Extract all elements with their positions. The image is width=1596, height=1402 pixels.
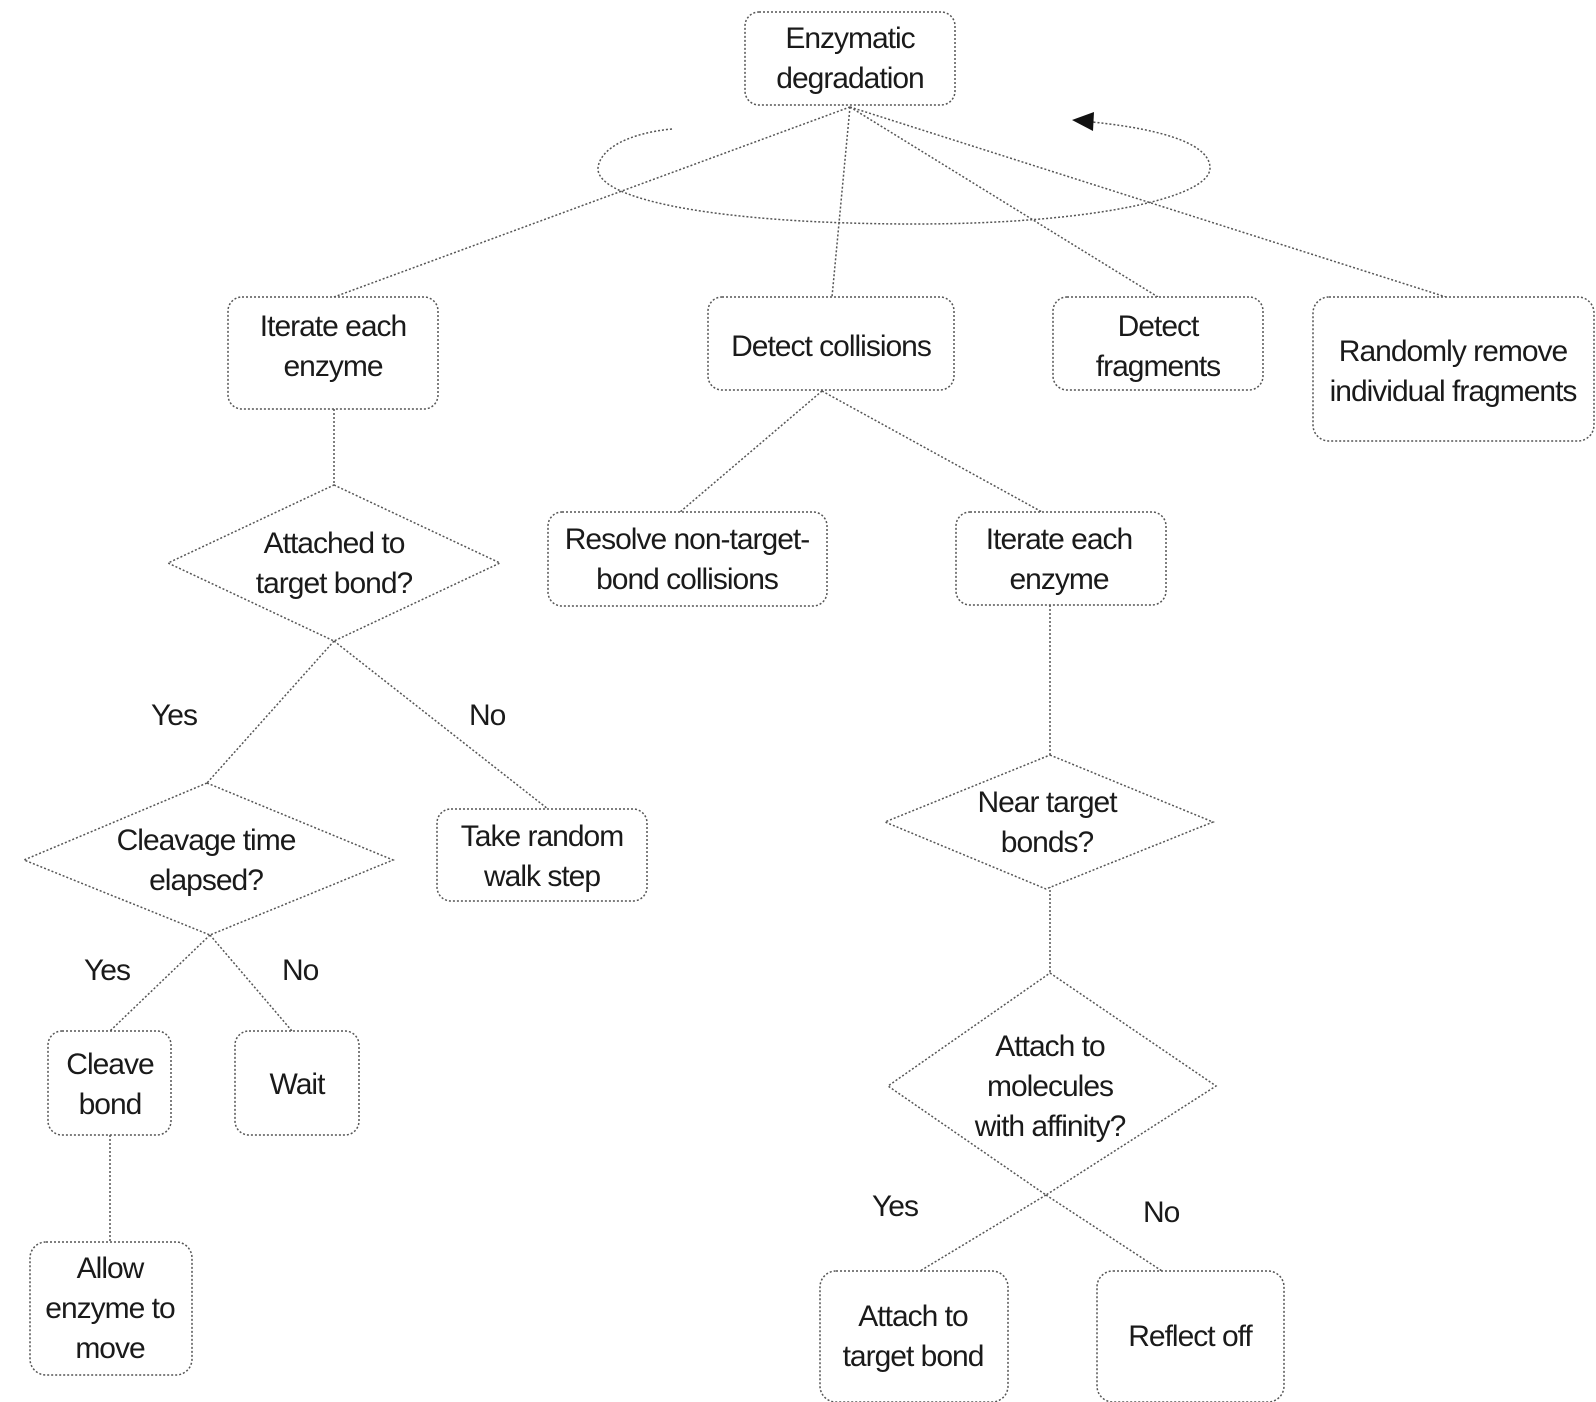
node-wait-label: Wait: [270, 1068, 327, 1101]
node-near-target-bonds-label: Near target bonds?: [977, 786, 1118, 859]
node-resolve-non-target-label-line: bond collisions: [596, 563, 778, 596]
edge-root-detect-fragments: [849, 106, 1159, 298]
node-attached-to-target-label-line: Attached to: [264, 527, 405, 560]
node-attach-to-target-bond-label: Attach to target bond: [843, 1300, 984, 1373]
loop-ellipse: [597, 121, 1211, 225]
node-detect-fragments-label: Detect fragments: [1096, 310, 1220, 383]
node-take-random-walk: Take random walk step: [436, 808, 648, 902]
edge-attach-reflect: [1045, 1194, 1163, 1272]
node-root: Enzymatic degradation: [744, 11, 956, 106]
node-cleavage-time-label-line: Cleavage time: [117, 824, 296, 857]
node-attach-to-molecules-label-line: Attach to: [995, 1030, 1105, 1063]
node-iterate-each-enzyme-2-label-line: enzyme: [1009, 563, 1108, 596]
connectors: [109, 106, 1447, 1272]
node-cleave-bond-label: Cleave bond: [66, 1048, 154, 1121]
edge-attach-target: [919, 1194, 1047, 1272]
node-root-label-line: degradation: [776, 62, 923, 95]
node-root-label: Enzymatic degradation: [776, 22, 923, 95]
node-cleave-bond-label-line: Cleave: [66, 1048, 154, 1081]
node-wait: Wait: [234, 1030, 360, 1136]
node-reflect-off-label-line: Reflect off: [1128, 1320, 1253, 1353]
edge-attached-cleavage: [206, 640, 335, 784]
node-randomly-remove-label-line: Randomly remove: [1339, 335, 1568, 368]
node-allow-enzyme-move-label: Allow enzyme to move: [45, 1252, 175, 1365]
edge-root-iterate1: [333, 106, 851, 298]
node-iterate-each-enzyme-2: Iterate each enzyme: [955, 511, 1167, 606]
node-allow-enzyme-move-label-line: move: [75, 1332, 145, 1365]
node-detect-fragments-label-line: Detect: [1118, 310, 1200, 343]
node-iterate-each-enzyme-1-label-line: Iterate each: [260, 310, 406, 343]
edge-label-cleavage-yes: Yes: [84, 954, 130, 987]
edge-label-attached-no: No: [469, 699, 506, 732]
node-attached-to-target-label: Attached to target bond?: [256, 527, 413, 600]
node-detect-collisions: Detect collisions: [707, 296, 955, 391]
node-allow-enzyme-move-label-line: enzyme to: [45, 1292, 175, 1325]
node-iterate-each-enzyme-1-label: Iterate each enzyme: [260, 310, 406, 383]
node-iterate-each-enzyme-1-label-line: enzyme: [283, 350, 382, 383]
node-cleave-bond-label-line: bond: [79, 1088, 142, 1121]
edge-label-cleavage-no: No: [282, 954, 319, 987]
node-root-label-line: Enzymatic: [785, 22, 915, 55]
node-iterate-each-enzyme-2-label: Iterate each enzyme: [986, 523, 1132, 596]
node-cleave-bond: Cleave bond: [47, 1030, 172, 1136]
node-detect-fragments-label-line: fragments: [1096, 350, 1220, 383]
node-take-random-walk-label: Take random walk step: [461, 820, 623, 893]
node-attach-to-molecules-label: Attach to molecules with affinity?: [974, 1030, 1126, 1143]
node-randomly-remove: Randomly remove individual fragments: [1312, 296, 1595, 442]
node-iterate-each-enzyme-1: Iterate each enzyme: [227, 296, 439, 410]
node-attach-to-molecules-label-line: with affinity?: [974, 1110, 1126, 1143]
node-attach-to-target-bond-label-line: target bond: [843, 1340, 984, 1373]
edge-label-attached-yes: Yes: [151, 699, 197, 732]
loop-arrowhead: [1072, 112, 1094, 131]
node-near-target-bonds: Near target bonds?: [883, 754, 1215, 890]
node-detect-collisions-label-line: Detect collisions: [731, 330, 931, 363]
node-cleavage-time-label: Cleavage time elapsed?: [117, 824, 296, 897]
edge-collisions-iterate2: [821, 390, 1043, 513]
node-allow-enzyme-move-label-line: Allow: [77, 1252, 145, 1285]
node-attached-to-target: Attached to target bond?: [166, 484, 502, 642]
node-take-random-walk-label-line: walk step: [483, 860, 600, 893]
node-attach-to-target-bond: Attach to target bond: [819, 1270, 1009, 1402]
node-resolve-non-target: Resolve non-target-bond collisions: [547, 511, 828, 607]
node-reflect-off-label: Reflect off: [1128, 1320, 1253, 1353]
node-randomly-remove-label-line: individual fragments: [1330, 375, 1577, 408]
node-attach-to-molecules-label-line: molecules: [987, 1070, 1113, 1103]
node-detect-collisions-label: Detect collisions: [731, 330, 931, 363]
edge-attached-randomwalk: [333, 640, 549, 810]
node-attached-to-target-label-line: target bond?: [256, 567, 413, 600]
node-reflect-off: Reflect off: [1096, 1270, 1285, 1402]
node-iterate-each-enzyme-2-label-line: Iterate each: [986, 523, 1132, 556]
node-attach-to-molecules: Attach to molecules with affinity?: [886, 972, 1218, 1196]
node-detect-fragments: Detect fragments: [1052, 296, 1264, 391]
node-take-random-walk-label-line: Take random: [461, 820, 623, 853]
edge-cleavage-wait: [209, 934, 293, 1032]
node-attach-to-target-bond-label-line: Attach to: [858, 1300, 968, 1333]
edge-label-affinity-yes: Yes: [872, 1190, 918, 1223]
node-cleavage-time: Cleavage time elapsed?: [22, 782, 395, 936]
node-near-target-bonds-label-line: bonds?: [1001, 826, 1094, 859]
edge-collisions-resolve: [679, 390, 823, 513]
node-wait-label-line: Wait: [270, 1068, 327, 1101]
edge-cleavage-cleave: [109, 934, 211, 1032]
node-randomly-remove-label: Randomly remove individual fragments: [1330, 335, 1577, 408]
edge-root-randomly-remove: [849, 106, 1447, 298]
node-cleavage-time-label-line: elapsed?: [149, 864, 263, 897]
node-resolve-non-target-label-line: Resolve non-target-: [565, 523, 809, 556]
node-allow-enzyme-move: Allow enzyme to move: [29, 1241, 193, 1376]
edge-root-detect-collisions: [831, 106, 851, 298]
edge-label-affinity-no: No: [1143, 1196, 1180, 1229]
node-near-target-bonds-label-line: Near target: [977, 786, 1118, 819]
node-resolve-non-target-label: Resolve non-target-bond collisions: [565, 523, 809, 596]
